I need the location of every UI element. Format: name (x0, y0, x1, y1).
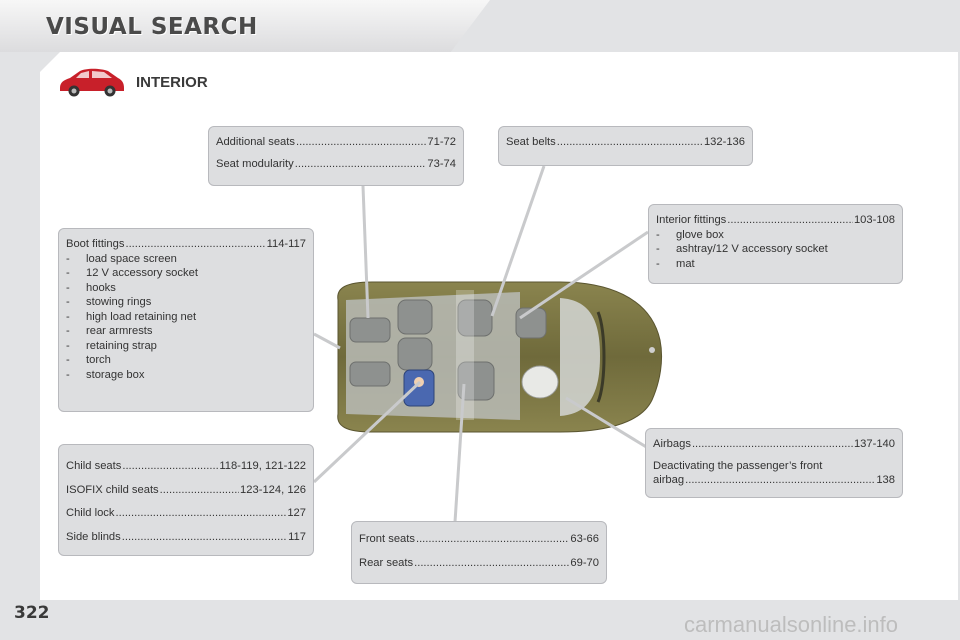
boot-fittings-box: Boot fittings114-117 -load space screen … (58, 228, 314, 412)
car-icon (60, 68, 124, 97)
toc-entry-text: Deactivating the passenger’s front (653, 459, 823, 472)
toc-entry[interactable]: Seat belts132-136 (506, 135, 745, 150)
section-title: INTERIOR (136, 74, 208, 91)
seat-belts-box: Seat belts132-136 (498, 126, 753, 166)
list-item: -load space screen (66, 252, 177, 265)
toc-entry[interactable]: Boot fittings114-117 (66, 237, 306, 252)
front-rear-seats-box: Front seats63-66 Rear seats69-70 (351, 521, 607, 584)
list-item: -retaining strap (66, 339, 157, 352)
seats-box: Additional seats71-72 Seat modularity73-… (208, 126, 464, 186)
interior-fittings-box: Interior fittings103-108 -glove box -ash… (648, 204, 903, 284)
list-item: -high load retaining net (66, 310, 197, 323)
list-item: -mat (656, 257, 695, 270)
list-item: -ashtray/12 V accessory socket (656, 243, 828, 256)
toc-entry[interactable]: Seat modularity73-74 (216, 157, 456, 172)
toc-entry[interactable]: Child seats118-119, 121-122 (66, 459, 306, 474)
list-item: -hooks (66, 281, 116, 294)
toc-entry[interactable]: Side blinds117 (66, 530, 306, 545)
toc-entry[interactable]: ISOFIX child seats123-124, 126 (66, 483, 306, 498)
page-number: 322 (14, 603, 50, 623)
toc-entry[interactable]: Front seats63-66 (359, 532, 599, 547)
list-item: -stowing rings (66, 296, 152, 309)
list-item: -12 V accessory socket (66, 267, 198, 280)
page-title: VISUAL SEARCH (46, 14, 258, 40)
list-item: -glove box (656, 228, 724, 241)
toc-entry[interactable]: Additional seats71-72 (216, 135, 456, 150)
child-seats-box: Child seats118-119, 121-122 ISOFIX child… (58, 444, 314, 556)
toc-entry[interactable]: Child lock127 (66, 506, 306, 521)
watermark: carmanualsonline.info (684, 612, 899, 637)
toc-entry[interactable]: Rear seats69-70 (359, 556, 599, 571)
header-bar (0, 0, 490, 52)
toc-entry[interactable]: Interior fittings103-108 (656, 213, 895, 228)
toc-entry[interactable]: Airbags137-140 (653, 437, 895, 452)
airbags-box: Airbags137-140 Deactivating the passenge… (645, 428, 903, 498)
list-item: -torch (66, 354, 111, 367)
toc-entry[interactable]: airbag138 (653, 473, 895, 488)
list-item: -storage box (66, 368, 145, 381)
list-item: -rear armrests (66, 325, 153, 338)
